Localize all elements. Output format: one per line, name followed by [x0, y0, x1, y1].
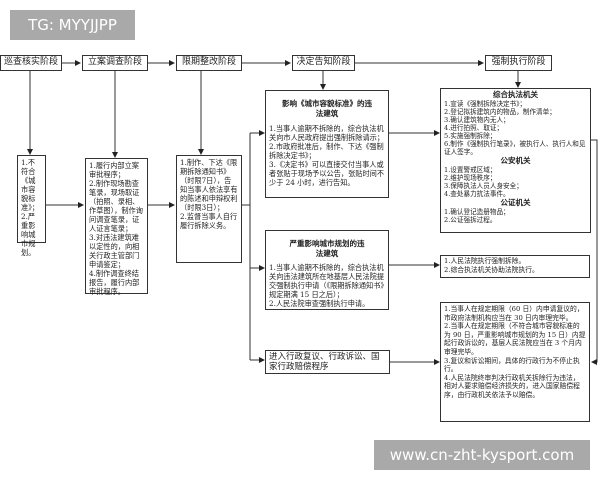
stage-enforce: 强制执行阶段 — [485, 55, 552, 71]
decision-c-box: 进入行政复议、行政诉讼、国家行政赔偿程序 — [265, 350, 390, 374]
enforce-court-box: 1.人民法院执行强制拆除。 2.综合执法机关协助法院执行。 — [440, 255, 590, 278]
stage-rectify: 限期整改阶段 — [176, 55, 242, 71]
stage-investigation: 立案调查阶段 — [82, 55, 148, 71]
list-item: 4.查处暴力抗法事件。 — [444, 190, 510, 198]
list-item: 3.《决定书》可以直接交付当事人或者张贴于现场予以公告，张贴时间不少于 24 小… — [269, 160, 385, 187]
list-item: 1.宣读《强制拆除决定书》； — [444, 100, 527, 108]
list-item: 6.制作《强制执行笔录》，被执行人、执行人和见证人签字。 — [444, 140, 586, 156]
list-item: 1.设置警戒区域； — [444, 166, 497, 174]
box-title: 严重影响城市规划的违法建筑 — [289, 239, 365, 258]
list-item: 2.维护现场秩序； — [444, 174, 497, 182]
enforce-main-box: 综合执法机关 1.宣读《强制拆除决定书》； 2.登记拟拆建筑内的物品，制作清单；… — [440, 88, 591, 233]
list-item: 1.不符合《城市容貌标准》； — [21, 158, 39, 212]
list-item: 2.当事人在规定期限（不符合城市容貌标准的为 90 日，严重影响城市规划的为 1… — [444, 322, 586, 356]
decision-a-box: 影响《城市容貌标准》的违法建筑 1.当事人逾期不拆除的，综合执法机关向市人民政府… — [265, 90, 389, 198]
list-item: 5.实施强制拆除； — [444, 132, 497, 140]
investigation-box: 1.履行内部立案审批程序； 2.制作现场勘查笔录，现场取证（拍照、录相、作草图）… — [85, 158, 148, 296]
list-item: 1.履行内部立案审批程序； — [89, 161, 139, 179]
list-item: 2.制作现场勘查笔录，现场取证（拍照、录相、作草图），制作询问调查笔录，证人证言… — [89, 179, 143, 233]
box-title: 公安机关 — [500, 156, 531, 165]
list-item: 1.制作、下达《限期拆除通知书》（时限7日），告知当事人依法享有的陈述和申辩权利… — [180, 158, 238, 212]
list-item: 1.人民法院执行强制拆除。 — [444, 257, 526, 265]
list-item: 3.对违法建筑难以定性的，向相关行政主管部门申请鉴定； — [89, 233, 140, 269]
patrol-box: 1.不符合《城市容貌标准》； 2.严重影响城市规划。 — [17, 155, 46, 257]
stage-decision: 决定告知阶段 — [292, 55, 355, 71]
list-item: 1.当事人逾期不拆除的，综合执法机关向市人民政府提出强制拆除请示； — [269, 124, 385, 142]
decision-b-box: 严重影响城市规划的违法建筑 1.当事人逾期不拆除的，综合执法机关向违法建筑所在地… — [265, 230, 389, 310]
list-item: 1.当事人逾期不拆除的，综合执法机关向违法建筑所在地基层人民法院提交强制执行申请… — [269, 263, 385, 299]
list-item: 1.确认登记造册物品； — [444, 208, 510, 216]
box-title: 公证机关 — [500, 198, 531, 207]
list-item: 3.复议和诉讼期间，具体的行政行为不停止执行。 — [444, 356, 580, 374]
list-item: 3.保障执法人员人身安全； — [444, 182, 523, 190]
box-title: 影响《城市容貌标准》的违法建筑 — [282, 99, 372, 118]
rectify-box: 1.制作、下达《限期拆除通知书》（时限7日），告知当事人依法享有的陈述和申辩权利… — [176, 155, 242, 263]
stage-patrol: 巡查核实阶段 — [0, 55, 62, 71]
list-item: 2.综合执法机关协助法院执行。 — [444, 265, 539, 274]
watermark-top: TG: MYYJJPP — [10, 10, 135, 40]
list-item: 2.登记拟拆建筑内的物品，制作清单； — [444, 108, 556, 116]
list-item: 1.当事人在规定期限（60 日）内申请复议的，市政府法制机构应当在 30 日内审… — [444, 305, 584, 322]
list-item: 2.人民法院审查强制执行申请。 — [269, 299, 370, 308]
list-item: 2.公证强拆过程。 — [444, 216, 497, 224]
list-item: 2.严重影响城市规划。 — [21, 212, 36, 257]
watermark-bottom: www.cn-zht-kysport.com — [374, 440, 590, 470]
enforce-review-box: 1.当事人在规定期限（60 日）内申请复议的，市政府法制机构应当在 30 日内审… — [440, 302, 590, 422]
list-item: 3.确认建筑物内无人； — [444, 116, 510, 124]
list-item: 2.市政府批准后，制作、下达《强制拆除决定书》； — [269, 142, 384, 160]
list-item: 4.进行拍照、取证； — [444, 124, 504, 132]
list-item: 4.人民法院终审判决行政机关拆除行为违法，相对人要求赔偿经济损失的，进入国家赔偿… — [444, 373, 580, 399]
box-title: 综合执法机关 — [493, 90, 538, 99]
list-item: 2.监督当事人自行履行拆除义务。 — [180, 212, 238, 230]
list-item: 4.制作调查终结报告，履行内部审批程序。 — [89, 269, 140, 296]
